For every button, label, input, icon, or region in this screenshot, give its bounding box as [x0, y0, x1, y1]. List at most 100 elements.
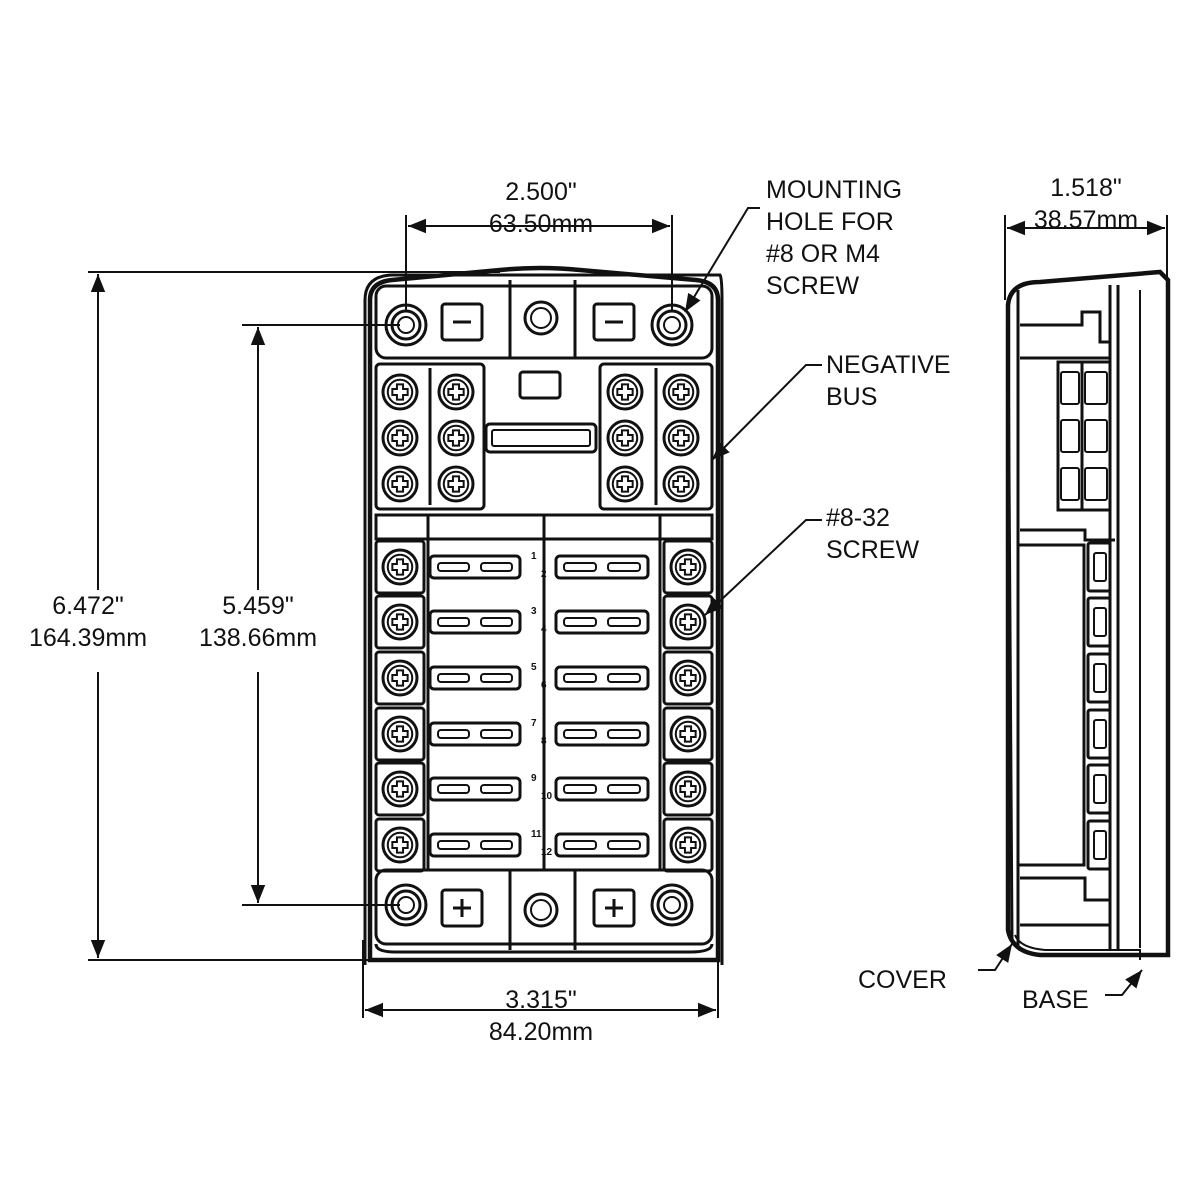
callout-mounting-hole-line-1: MOUNTING [766, 176, 903, 204]
fuse-slot-right [554, 776, 650, 802]
mounting-hole-top-right [650, 303, 694, 347]
dimension-hole-height-mm: 138.66mm [198, 624, 318, 652]
callout-mounting-hole-line-2: HOLE FOR [766, 208, 894, 236]
circuit-screw-left [381, 548, 419, 586]
circuit-screw-left [381, 603, 419, 641]
callout-negative-bus-line-2: BUS [826, 383, 878, 411]
mounting-holes [384, 300, 694, 928]
fuse-slot-left [428, 554, 522, 580]
callout-mounting-hole-line-4: SCREW [766, 272, 860, 300]
callout-negative-bus-line-1: NEGATIVE [826, 351, 951, 379]
side-circuit-terminal [1086, 763, 1112, 815]
side-circuit-terminal [1086, 652, 1112, 704]
fuse-row: 78 [374, 706, 714, 762]
fuse-number-right: 8 [541, 736, 547, 747]
fuse-block-front-view [363, 265, 724, 965]
bus-screw [606, 465, 644, 503]
callout-screw-line-1: #8-32 [826, 504, 890, 532]
circuit-screw-right [669, 715, 707, 753]
callout-mounting-hole-line-3: #8 OR M4 [766, 240, 880, 268]
negative-bus-screws [381, 373, 700, 503]
fuse-number-left: 3 [531, 606, 537, 617]
dimension-side-depth-label: 1.518" 38.57mm [1034, 172, 1138, 236]
circuit-screw-left [381, 770, 419, 808]
fuse-row: 56 [374, 650, 714, 706]
fuse-slot-left [428, 665, 522, 691]
circuit-screw-right [669, 603, 707, 641]
bus-screw [662, 465, 700, 503]
callout-negative-bus: NEGATIVE BUS [826, 349, 951, 413]
circuit-screw-left [381, 715, 419, 753]
fuse-slot-left [428, 832, 522, 858]
callout-base: BASE [1022, 986, 1089, 1014]
fuse-number-right: 4 [541, 624, 547, 635]
callout-screw: #8-32 SCREW [826, 502, 919, 566]
dimension-top-width-inch: 2.500" [505, 178, 577, 206]
side-bus-terminal [1060, 371, 1108, 405]
dimension-top-width-label: 2.500" 63.50mm [489, 176, 593, 240]
bus-screw [437, 373, 475, 411]
fuse-number-left: 9 [531, 773, 537, 784]
dimension-top-width-mm: 63.50mm [488, 210, 594, 238]
fuse-slot-left [428, 776, 522, 802]
negative-terminal-icon [592, 302, 636, 342]
callout-screw-line-2: SCREW [826, 536, 920, 564]
bus-screw [662, 373, 700, 411]
dimension-bottom-width-mm: 84.20mm [488, 1018, 594, 1046]
side-terminals [1060, 371, 1112, 871]
bus-screw [437, 465, 475, 503]
dimension-overall-height-mm: 164.39mm [28, 624, 148, 652]
fuse-slot-left [428, 721, 522, 747]
fuse-slot-right [554, 554, 650, 580]
side-circuit-terminal [1086, 708, 1112, 760]
fuse-row: 12 [374, 539, 714, 595]
side-bus-terminal [1060, 419, 1108, 453]
dimension-hole-height-label: 5.459" 138.66mm [199, 590, 317, 654]
dimension-bottom-width-inch: 3.315" [505, 986, 577, 1014]
dimension-side-depth-mm: 38.57mm [1033, 206, 1139, 234]
bus-screw [662, 419, 700, 457]
leader-base [1105, 969, 1143, 996]
fuse-number-left: 11 [531, 829, 542, 840]
side-circuit-terminal [1086, 596, 1112, 648]
dimension-bottom-width-label: 3.315" 84.20mm [489, 984, 593, 1048]
fuse-slot-right [554, 665, 650, 691]
dimension-side-depth [1004, 215, 1168, 300]
dimension-overall-height [88, 271, 500, 961]
bus-screw [381, 373, 419, 411]
fuse-slot-right [554, 721, 650, 747]
bus-screw [606, 373, 644, 411]
callout-mounting-hole: MOUNTING HOLE FOR #8 OR M4 SCREW [766, 174, 902, 302]
bus-screw [606, 419, 644, 457]
fuse-number-right: 2 [541, 569, 547, 580]
side-circuit-terminal [1086, 541, 1112, 593]
fuse-slot-left [428, 609, 522, 635]
leader-screw [704, 519, 822, 616]
stud-top [523, 300, 559, 336]
circuit-screw-right [669, 770, 707, 808]
fuse-number-right: 6 [541, 680, 547, 691]
dimension-side-depth-inch: 1.518" [1050, 174, 1122, 202]
mounting-hole-bottom-left [384, 883, 428, 927]
dimension-overall-height-inch: 6.472" [52, 592, 124, 620]
side-circuit-terminal [1086, 819, 1112, 871]
callout-cover: COVER [858, 966, 947, 994]
bus-screw [437, 419, 475, 457]
mounting-hole-bottom-right [650, 883, 694, 927]
fuse-slot-right [554, 832, 650, 858]
fuse-number-left: 7 [531, 718, 537, 729]
leader-negative-bus [711, 364, 822, 461]
fuse-number-right: 10 [541, 791, 553, 802]
bus-screw [381, 465, 419, 503]
fuse-number-left: 5 [531, 662, 537, 673]
fuse-row: 34 [374, 594, 714, 650]
fuse-number-left: 1 [531, 551, 537, 562]
mounting-hole-top-left [384, 303, 428, 347]
stud-bottom [523, 892, 559, 928]
leader-mounting-hole [684, 207, 760, 313]
circuit-screw-right [669, 548, 707, 586]
circuit-screw-right [669, 659, 707, 697]
dimension-overall-height-label: 6.472" 164.39mm [29, 590, 147, 654]
